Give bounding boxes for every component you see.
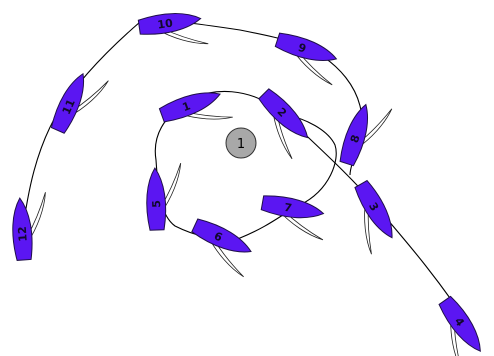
boat-4-far: 4 [423,295,490,356]
boat-hull [145,168,166,231]
boat-7: 7 [258,194,329,240]
boat-number: 5 [150,200,163,208]
boat-9: 9 [269,31,343,85]
boat-6: 6 [184,217,259,277]
boat-8: 8 [338,98,392,172]
mark-1: 1 [226,128,256,158]
boat-3-inner: 3 [338,179,402,254]
boat-hull [437,295,488,356]
boat-hull [257,87,314,144]
boat-12: 12 [10,192,50,260]
boat-hull [261,194,325,223]
boat-5: 5 [145,163,183,230]
boat-number: 4 [240,20,248,33]
boat-number: 12 [16,226,30,242]
boat-10: 10 [138,9,208,53]
boat-1: 1 [159,84,233,140]
mark-label: 1 [237,137,245,152]
boat-hull [353,179,400,242]
boat-11: 11 [49,66,108,141]
boat-number: 10 [157,17,174,32]
